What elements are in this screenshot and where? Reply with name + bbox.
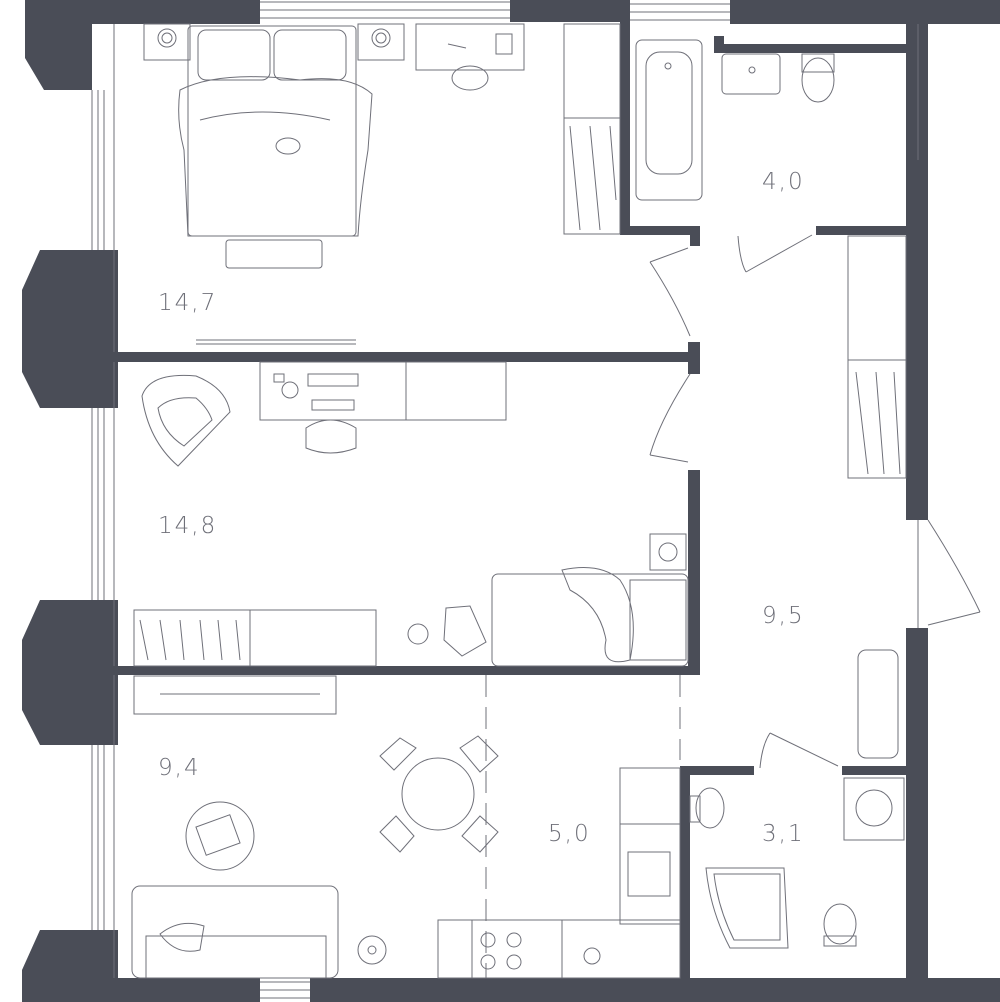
bedroom-area-label: 14,7	[158, 290, 218, 316]
kitchen-area-label: 5,0	[548, 821, 591, 847]
living-room-area-label: 9,4	[158, 755, 201, 781]
linework	[91, 1, 981, 999]
hallway-area-label: 9,5	[762, 603, 805, 629]
shower-room-area-label: 3,1	[762, 821, 805, 847]
bathroom-area-label: 4,0	[762, 169, 805, 195]
childrens-room-area-label: 14,8	[158, 513, 218, 539]
walls	[22, 0, 1000, 1002]
